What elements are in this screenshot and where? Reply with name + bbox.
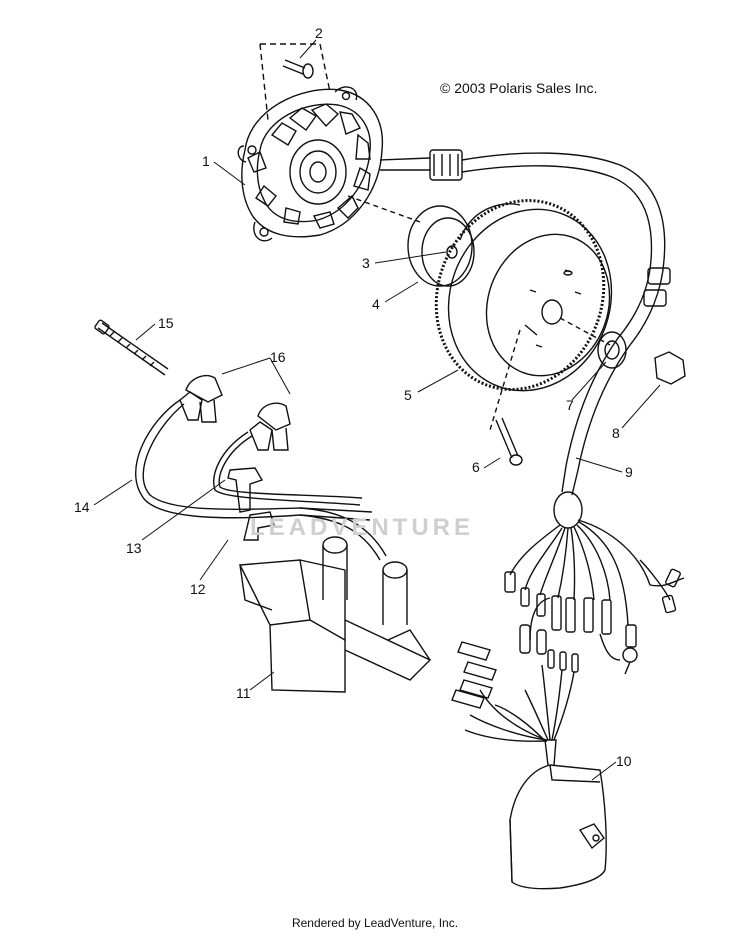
footer-credit: Rendered by LeadVenture, Inc. [291, 916, 459, 930]
callout-12: 12 [190, 581, 206, 597]
leader-lines [93, 39, 661, 781]
cdi-drawing [451, 597, 607, 890]
harness-drawing [429, 149, 671, 496]
callout-14: 14 [74, 499, 90, 515]
callout-13: 13 [126, 540, 142, 556]
stator-drawing [237, 86, 431, 242]
callout-1: 1 [202, 153, 210, 169]
plug-wires-drawing [135, 374, 387, 561]
coil-drawing [238, 536, 432, 693]
callout-10: 10 [616, 753, 632, 769]
bolt-drawing [495, 417, 523, 466]
washer-nut-drawing [489, 317, 686, 431]
callout-7: 7 [566, 397, 574, 413]
cable-tie-drawing [94, 319, 169, 376]
flywheel-drawing [434, 199, 613, 392]
callout-9: 9 [625, 464, 633, 480]
wire-fan-drawing [504, 491, 685, 675]
callout-5: 5 [404, 387, 412, 403]
callout-8: 8 [612, 425, 620, 441]
callout-4: 4 [372, 296, 380, 312]
watermark: LEADVENTURE [250, 514, 475, 541]
copyright-text: © 2003 Polaris Sales Inc. [440, 80, 598, 96]
screw-drawing [259, 43, 331, 121]
callout-2: 2 [315, 25, 323, 41]
callout-3: 3 [362, 255, 370, 271]
callout-11: 11 [236, 685, 251, 701]
callout-6: 6 [472, 459, 480, 475]
hub-drawing [347, 195, 475, 287]
callout-15: 15 [158, 315, 174, 331]
callout-16: 16 [270, 349, 286, 365]
callout-labels: 1 2 3 4 5 6 7 8 9 10 11 12 13 14 15 16 [74, 25, 633, 769]
